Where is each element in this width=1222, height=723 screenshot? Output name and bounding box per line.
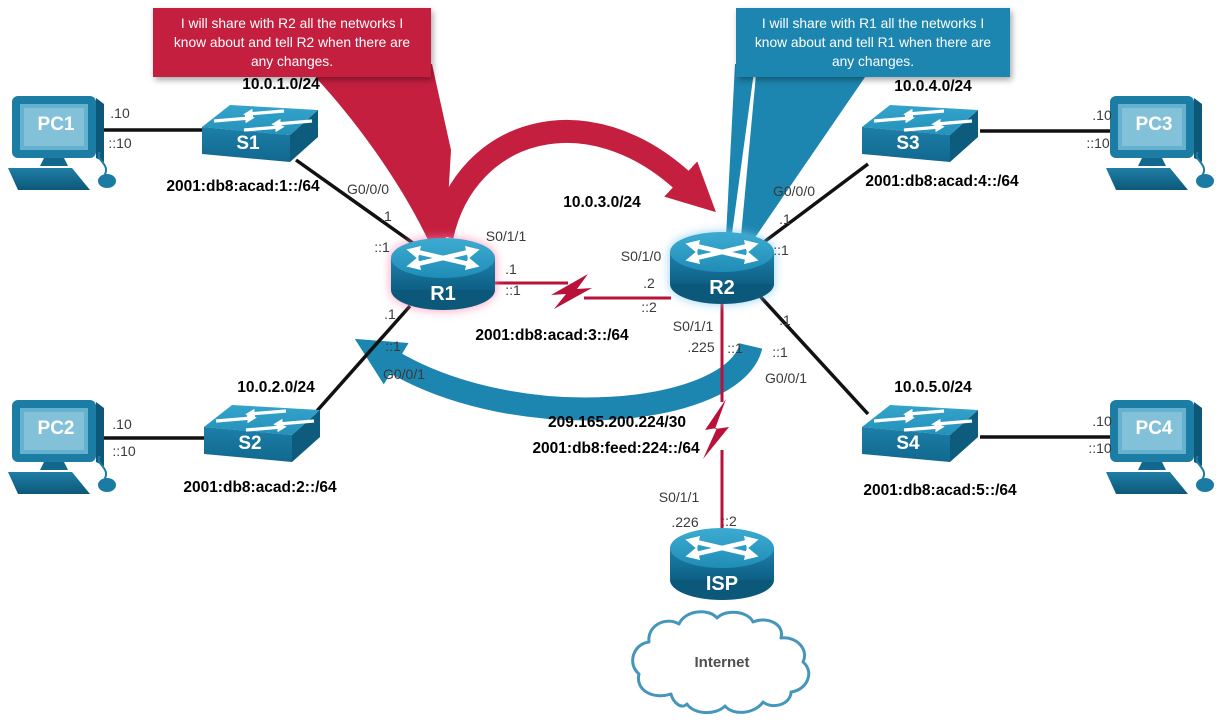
network-wan-r2-isp-ipv6: 2001:db8:feed:224::/64 (532, 440, 700, 457)
r2-g000-ipv4: .1 (779, 211, 791, 227)
link-s1-r1 (294, 158, 436, 260)
device-r2: R2 (668, 228, 776, 310)
r1-g001-ipv6: ::1 (385, 338, 401, 354)
device-label-pc4: PC4 (1135, 418, 1173, 439)
switch-icon (862, 105, 978, 162)
r1-g001-iface: G0/0/1 (382, 366, 426, 382)
blue-callout-tail (741, 64, 874, 242)
device-s1: S1 (200, 102, 322, 166)
cloud-icon (631, 610, 811, 714)
pc2-ipv4: .10 (112, 416, 132, 432)
r2-s011-iface: S0/1/1 (672, 318, 714, 334)
device-label-r2: R2 (709, 277, 735, 299)
link-r2-s3 (754, 162, 870, 250)
router-icon (391, 238, 495, 310)
blue-update-arrow-r2-to-r1 (354, 338, 763, 421)
pc-icon (1106, 400, 1214, 494)
device-label-s2: S2 (238, 433, 262, 454)
isp-s011-iface: S0/1/1 (658, 489, 700, 505)
device-s2: S2 (202, 402, 324, 466)
r2-s010-ipv4: .2 (643, 275, 655, 291)
r1-routing-update-callout: I will share with R2 all the networks I … (153, 8, 431, 78)
device-label-pc3: PC3 (1135, 114, 1173, 135)
device-r1: R1 (389, 234, 497, 316)
r1-g000-ipv4: .1 (380, 208, 392, 224)
r1-g001-ipv4: .1 (384, 306, 396, 322)
pc1-ipv6: ::10 (108, 135, 132, 151)
device-label-s1: S1 (236, 133, 260, 154)
device-pc3: PC3 (1104, 94, 1222, 194)
ethernet-links (88, 128, 1128, 440)
r2-g000-ipv6: ::1 (773, 242, 789, 258)
pc2-ipv6: ::10 (112, 443, 136, 459)
r1-s011-ipv6: ::1 (505, 282, 521, 298)
r2-g001-iface: G0/0/1 (764, 370, 808, 386)
r2-s011-ipv6: ::1 (727, 340, 743, 356)
r2-g001-ipv4: .1 (779, 312, 791, 328)
network-lan1-ipv4: 10.0.1.0/24 (242, 76, 320, 93)
serial-bolt-r1-r2 (551, 274, 592, 309)
switch-icon (862, 405, 978, 462)
device-s4: S4 (860, 402, 982, 466)
network-lan4-ipv6: 2001:db8:acad:4::/64 (865, 173, 1019, 190)
blue-callout-tail-sliver (726, 64, 755, 241)
router-icon (670, 528, 774, 600)
r2-s010-iface: S0/1/0 (620, 248, 662, 264)
red-callout-tail (303, 64, 451, 252)
r1-g000-iface: G0/0/0 (346, 181, 390, 197)
pc-icon (1106, 96, 1214, 190)
r2-s010-ipv6: ::2 (641, 299, 657, 315)
pc3-ipv4: .10 (1092, 107, 1112, 123)
pc3-ipv6: ::10 (1086, 135, 1110, 151)
network-lan4-ipv4: 10.0.4.0/24 (894, 78, 972, 95)
r1-s011-iface: S0/1/1 (485, 228, 527, 244)
isp-s011-ipv4: .226 (671, 514, 699, 530)
pc4-ipv6: ::10 (1088, 440, 1112, 456)
r2-g000-iface: G0/0/0 (772, 183, 816, 199)
link-r2-s4 (756, 292, 870, 416)
device-label-s3: S3 (896, 133, 920, 154)
device-label-s4: S4 (896, 433, 920, 454)
internet-cloud: Internet (627, 606, 817, 718)
r1-s011-ipv4: .1 (505, 261, 517, 277)
network-lan2-ipv4: 10.0.2.0/24 (237, 379, 315, 396)
device-label-isp: ISP (705, 573, 739, 595)
network-lan5-ipv4: 10.0.5.0/24 (894, 379, 972, 396)
red-update-arrow-r1-to-r2 (430, 119, 716, 239)
isp-s011-ipv6: ::2 (721, 513, 737, 529)
network-lan2-ipv6: 2001:db8:acad:2::/64 (183, 479, 337, 496)
pc4-ipv4: .10 (1092, 413, 1112, 429)
network-lan1-ipv6: 2001:db8:acad:1::/64 (166, 178, 320, 195)
network-wan-r1-r2-ipv6: 2001:db8:acad:3::/64 (475, 327, 629, 344)
device-isp: ISP (668, 524, 776, 606)
device-pc1: PC1 (6, 94, 124, 194)
pc-icon (8, 96, 116, 190)
network-lan5-ipv6: 2001:db8:acad:5::/64 (863, 482, 1017, 499)
device-label-r1: R1 (430, 283, 456, 305)
r1-callout-text: I will share with R2 all the networks I … (173, 16, 411, 70)
device-pc2: PC2 (6, 398, 124, 498)
router-icon (670, 232, 774, 304)
switch-icon (202, 105, 318, 162)
device-label-pc2: PC2 (37, 418, 75, 439)
link-r1-s2 (314, 304, 412, 414)
device-s3: S3 (860, 102, 982, 166)
device-label-pc1: PC1 (37, 114, 75, 135)
internet-label: Internet (694, 654, 750, 671)
network-wan-r1-r2-ipv4: 10.0.3.0/24 (563, 194, 641, 211)
r1-g000-ipv6: ::1 (374, 239, 390, 255)
pc-icon (8, 400, 116, 494)
r2-routing-update-callout: I will share with R1 all the networks I … (736, 8, 1010, 78)
network-wan-r2-isp-ipv4: 209.165.200.224/30 (548, 414, 686, 431)
pc1-ipv4: .10 (110, 105, 130, 121)
switch-icon (204, 405, 320, 462)
r2-g001-ipv6: ::1 (772, 344, 788, 360)
r2-s011-ipv4: .225 (687, 339, 715, 355)
device-pc4: PC4 (1104, 398, 1222, 498)
serial-bolt-r2-isp (703, 399, 729, 459)
r2-callout-text: I will share with R1 all the networks I … (754, 16, 992, 70)
